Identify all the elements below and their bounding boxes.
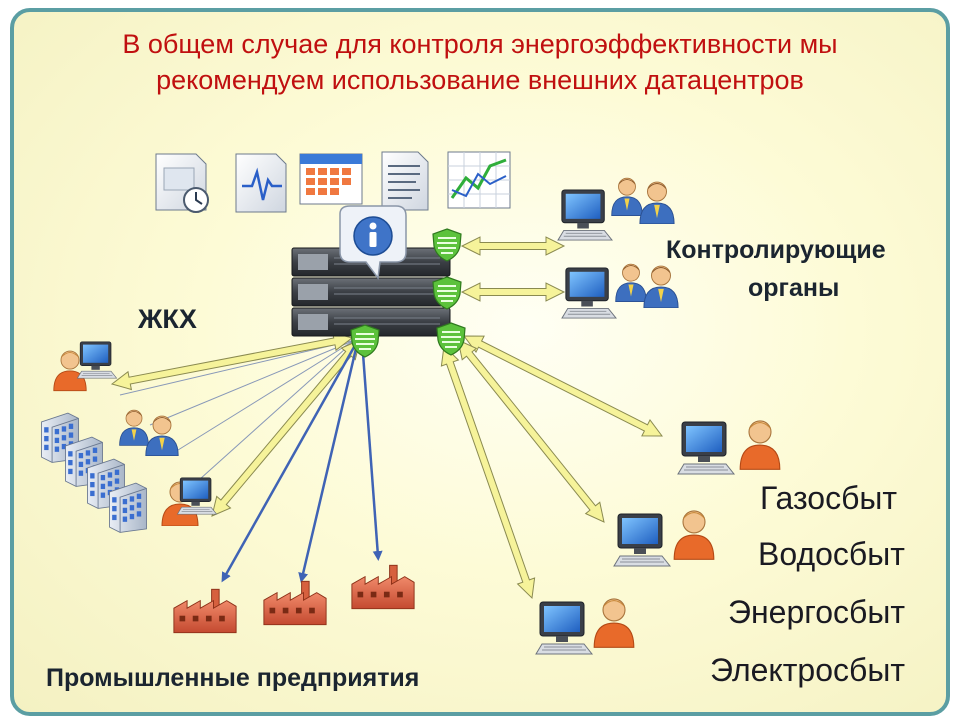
title-line-2: рекомендуем использование внешних датаце… bbox=[156, 65, 804, 95]
electricity-supply-label: Электросбыт bbox=[710, 652, 905, 688]
user-group-icon bbox=[615, 263, 679, 308]
double-arrow-layer bbox=[110, 236, 663, 600]
arrow-to-water bbox=[457, 339, 605, 523]
arrow-to-zhkh-office bbox=[211, 339, 361, 517]
workstation-icon bbox=[77, 341, 117, 379]
water-supply-label: Водосбыт bbox=[758, 536, 905, 572]
energy-supply-label: Энергосбыт bbox=[728, 594, 906, 630]
document-pulse-icon bbox=[235, 153, 287, 213]
workstation-icon bbox=[613, 513, 671, 567]
industrial-enterprises-label: Промышленные предприятия bbox=[46, 664, 420, 692]
thin-connection-lines bbox=[119, 339, 356, 489]
zhkh-label: ЖКХ bbox=[138, 304, 197, 334]
arrow-to-gas bbox=[463, 335, 663, 437]
workstation-icon bbox=[535, 601, 593, 655]
workstation-icon bbox=[677, 421, 735, 475]
arrow-to-zhkh bbox=[110, 331, 354, 391]
user-icon bbox=[673, 510, 715, 560]
server-rack-icon bbox=[291, 247, 451, 337]
control-bodies-label-line-1: Контролирующие bbox=[666, 236, 886, 264]
arrow-to-energy bbox=[440, 344, 536, 600]
workstation-icon bbox=[561, 267, 617, 319]
blue-arrows bbox=[221, 339, 383, 583]
user-icon bbox=[593, 598, 635, 648]
calendar-icon bbox=[299, 153, 363, 205]
user-group-icon bbox=[611, 177, 675, 224]
arrow-to-control-2 bbox=[460, 282, 566, 302]
info-icon bbox=[339, 205, 407, 280]
document-clock-icon bbox=[155, 153, 209, 213]
arrow-to-control-1 bbox=[460, 236, 566, 256]
title-line-1: В общем случае для контроля энергоэффект… bbox=[122, 29, 838, 59]
workstation-icon bbox=[557, 189, 613, 241]
user-icon bbox=[739, 420, 781, 470]
gas-supply-label: Газосбыт bbox=[760, 480, 898, 516]
control-bodies-label-line-2: органы bbox=[748, 274, 840, 302]
text-document-icon bbox=[381, 151, 429, 211]
workstation-icon bbox=[177, 477, 217, 515]
factory-icon bbox=[173, 564, 415, 634]
chart-icon bbox=[447, 151, 511, 209]
